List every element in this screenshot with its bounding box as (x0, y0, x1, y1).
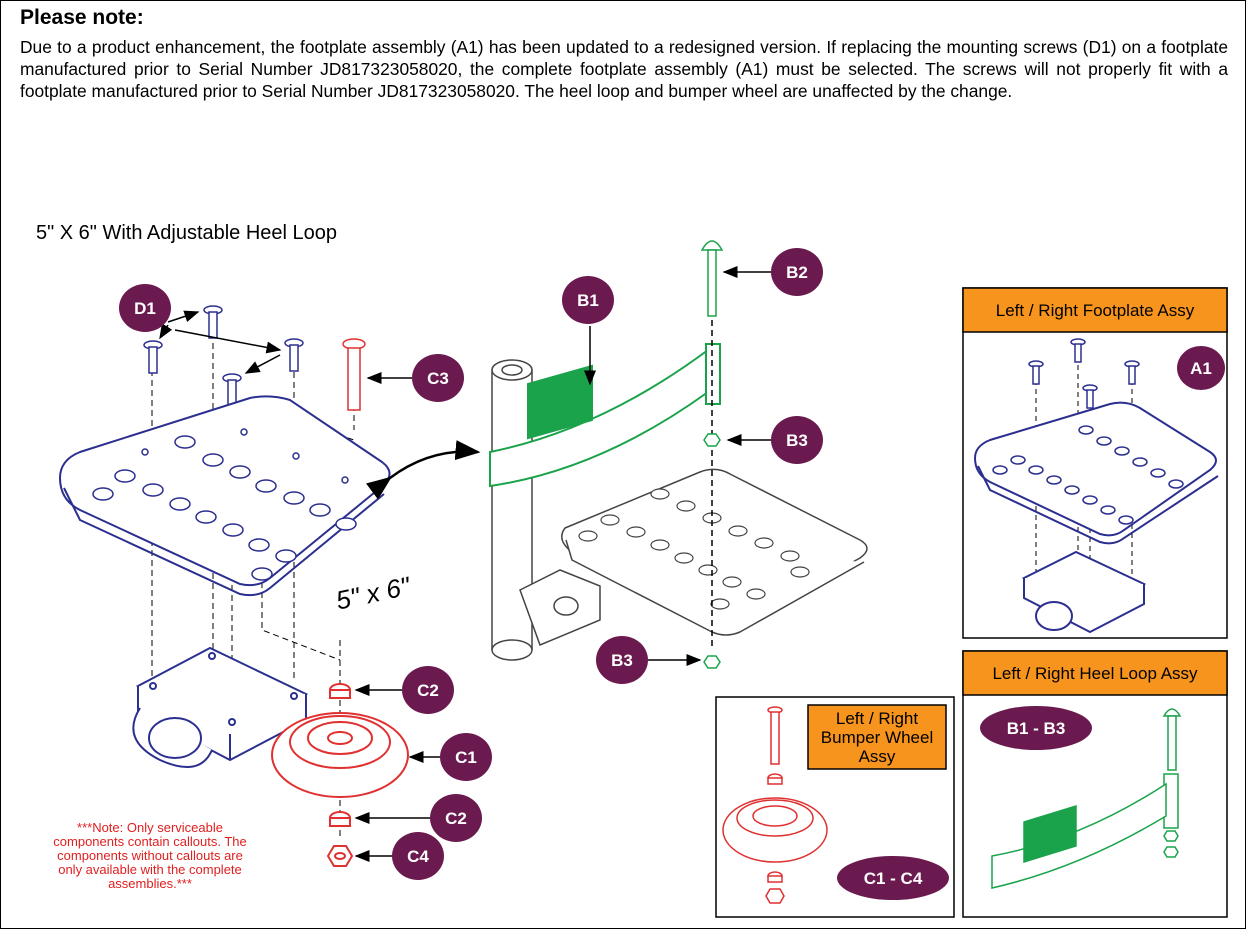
callout-b2: B2 (771, 248, 823, 296)
callout-c2-bottom: C2 (430, 794, 482, 842)
d1-screws (143, 305, 304, 407)
svg-text:only available with the comple: only available with the complete (58, 862, 242, 877)
svg-text:C1 - C4: C1 - C4 (864, 869, 923, 888)
callout-b1: B1 (562, 276, 614, 324)
footplate-assy-title: Left / Right Footplate Assy (996, 301, 1195, 320)
center-footplate (561, 468, 868, 636)
b2-bolt (700, 240, 724, 669)
svg-text:components without callouts ar: components without callouts are (57, 848, 243, 863)
svg-text:***Note: Only serviceable: ***Note: Only serviceable (77, 820, 223, 835)
callout-a1: A1 (1177, 346, 1225, 390)
callout-d1: D1 (119, 284, 171, 332)
svg-text:Left / Right: Left / Right (836, 709, 918, 728)
callout-c1-c4: C1 - C4 (837, 856, 949, 900)
svg-text:C4: C4 (407, 847, 429, 866)
relation-arrow (365, 440, 481, 500)
bumper-wheel (271, 683, 409, 867)
svg-text:B3: B3 (611, 651, 633, 670)
svg-text:C2: C2 (417, 681, 439, 700)
svg-text:B2: B2 (786, 263, 808, 282)
heel-loop-assy-title: Left / Right Heel Loop Assy (992, 664, 1198, 683)
heel-loop-assy-box: Left / Right Heel Loop Assy (962, 650, 1228, 918)
heel-loop-strap (489, 343, 721, 488)
svg-text:Bumper Wheel: Bumper Wheel (821, 728, 933, 747)
callout-c4: C4 (392, 832, 444, 880)
serviceable-note: ***Note: Only serviceable components con… (53, 820, 246, 891)
svg-text:D1: D1 (134, 299, 156, 318)
callout-b3-bottom: B3 (596, 636, 648, 684)
callout-c3: C3 (412, 354, 464, 402)
svg-text:C1: C1 (455, 748, 477, 767)
callout-b1-b3: B1 - B3 (980, 706, 1092, 750)
center-footplate-holes (578, 488, 810, 610)
svg-text:B3: B3 (786, 431, 808, 450)
svg-text:C2: C2 (445, 809, 467, 828)
callout-c1: C1 (440, 733, 492, 781)
size-label: 5" x 6" (333, 570, 414, 615)
footplate-holes (92, 428, 357, 581)
svg-text:B1 - B3: B1 - B3 (1007, 719, 1066, 738)
mounting-bracket (132, 646, 309, 768)
svg-text:C3: C3 (427, 369, 449, 388)
note-body: Due to a product enhancement, the footpl… (20, 37, 1228, 101)
callout-b3-top: B3 (771, 416, 823, 464)
diagram-subtitle: 5" X 6" With Adjustable Heel Loop (36, 222, 338, 244)
svg-text:A1: A1 (1190, 359, 1212, 378)
svg-text:B1: B1 (577, 291, 599, 310)
c3-screw (342, 338, 366, 411)
note-heading: Please note: (20, 6, 144, 29)
footplate-assy-box: Left / Right Footplate Assy (962, 287, 1228, 639)
wheel-leader-lines (354, 684, 440, 862)
center-post (491, 359, 601, 661)
svg-text:assemblies.***: assemblies.*** (108, 876, 192, 891)
d1-leader-lines (159, 310, 282, 374)
svg-text:Assy: Assy (859, 747, 896, 766)
callout-c2-top: C2 (402, 666, 454, 714)
svg-text:components contain callouts. T: components contain callouts. The (53, 834, 246, 849)
center-leader-lines (584, 266, 772, 666)
